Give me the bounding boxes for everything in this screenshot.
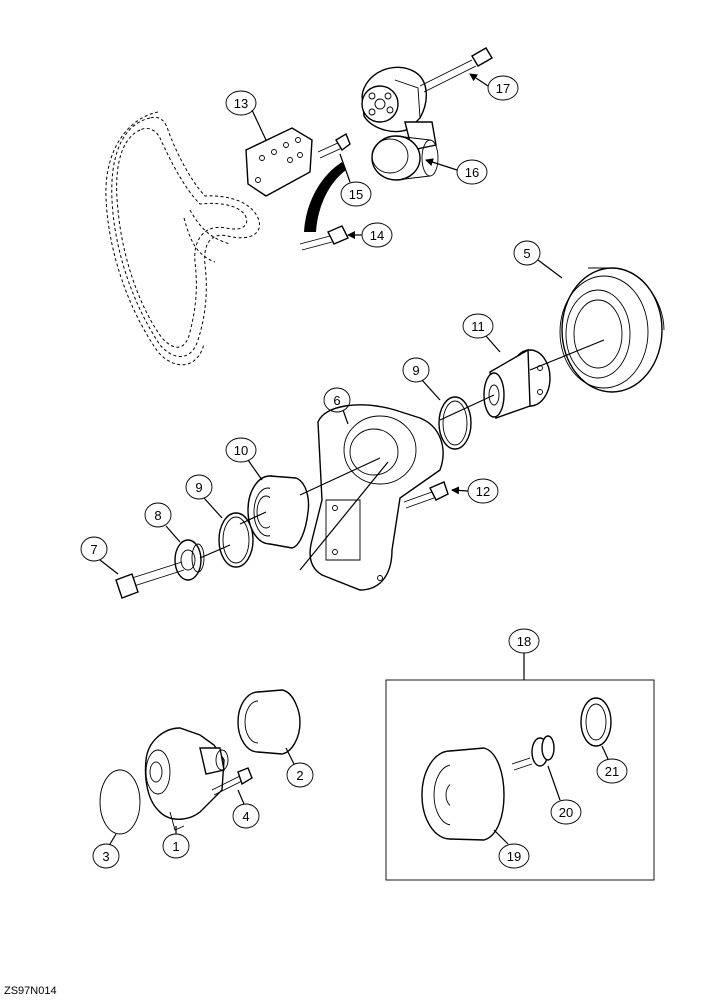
callout-6: 6 <box>323 387 351 425</box>
svg-text:8: 8 <box>154 508 161 523</box>
svg-text:1: 1 <box>172 839 179 854</box>
callout-9-lower: 9 <box>185 474 223 519</box>
callout-12: 12 <box>451 478 499 504</box>
svg-text:15: 15 <box>349 187 363 202</box>
svg-text:5: 5 <box>523 246 530 261</box>
callout-3: 3 <box>92 833 120 869</box>
svg-text:16: 16 <box>465 165 479 180</box>
svg-text:21: 21 <box>605 764 619 779</box>
snap-ring-9-lower <box>218 512 254 568</box>
shoulder-bolt-20 <box>511 735 555 771</box>
o-ring-3 <box>99 769 141 835</box>
washer-8 <box>174 539 205 581</box>
bolt-7 <box>115 561 185 599</box>
callout-11: 11 <box>462 313 501 353</box>
callout-17: 17 <box>469 73 519 101</box>
idler-pulley-19 <box>421 747 505 841</box>
snap-ring-9-upper <box>438 396 472 450</box>
figure-code: ZS97N014 <box>4 985 57 997</box>
assembly-box-18 <box>385 679 655 881</box>
pulley-support-6 <box>309 404 444 591</box>
water-pump-1 <box>144 727 229 831</box>
svg-text:7: 7 <box>90 542 97 557</box>
callout-15: 15 <box>339 153 372 207</box>
bearing-10 <box>247 475 310 549</box>
svg-text:9: 9 <box>195 480 202 495</box>
callout-16: 16 <box>425 158 488 185</box>
bolt-15 <box>317 132 351 159</box>
bolt-17 <box>419 47 493 93</box>
callout-20: 20 <box>547 765 582 825</box>
svg-text:2: 2 <box>296 768 303 783</box>
svg-text:20: 20 <box>559 805 573 820</box>
callout-10: 10 <box>225 437 263 481</box>
tensioner-pulley-16 <box>371 135 439 181</box>
callout-1: 1 <box>162 826 190 859</box>
callout-7: 7 <box>80 536 119 575</box>
callout-4: 4 <box>232 789 260 829</box>
svg-text:4: 4 <box>242 809 249 824</box>
assembly-center-lines <box>199 339 605 571</box>
svg-text:12: 12 <box>476 484 490 499</box>
callout-14: 14 <box>347 222 393 248</box>
callout-2: 2 <box>285 747 314 788</box>
washer-21 <box>580 697 612 747</box>
idler-pulley-2 <box>237 689 301 755</box>
svg-text:11: 11 <box>471 319 485 334</box>
svg-text:17: 17 <box>496 81 510 96</box>
callout-18: 18 <box>508 628 540 680</box>
svg-text:18: 18 <box>517 634 531 649</box>
callout-19: 19 <box>493 829 530 869</box>
pointer-arrow-curved <box>304 162 346 232</box>
drive-belt <box>105 111 260 366</box>
svg-text:6: 6 <box>333 393 340 408</box>
callout-13: 13 <box>225 90 267 141</box>
svg-text:13: 13 <box>234 96 248 111</box>
mounting-bracket-13 <box>245 127 313 197</box>
callout-21: 21 <box>596 745 628 784</box>
callout-5: 5 <box>513 240 563 279</box>
crank-pulley-5 <box>559 267 665 393</box>
tensioner-assembly <box>361 66 437 151</box>
bolt-12 <box>403 481 449 509</box>
callout-9-upper: 9 <box>402 357 441 401</box>
svg-text:9: 9 <box>412 363 419 378</box>
svg-text:14: 14 <box>370 228 384 243</box>
svg-text:19: 19 <box>507 849 521 864</box>
svg-text:3: 3 <box>102 849 109 864</box>
callout-8: 8 <box>144 502 181 543</box>
bolt-4 <box>211 767 253 796</box>
svg-text:10: 10 <box>234 443 248 458</box>
hub-11 <box>483 348 551 419</box>
